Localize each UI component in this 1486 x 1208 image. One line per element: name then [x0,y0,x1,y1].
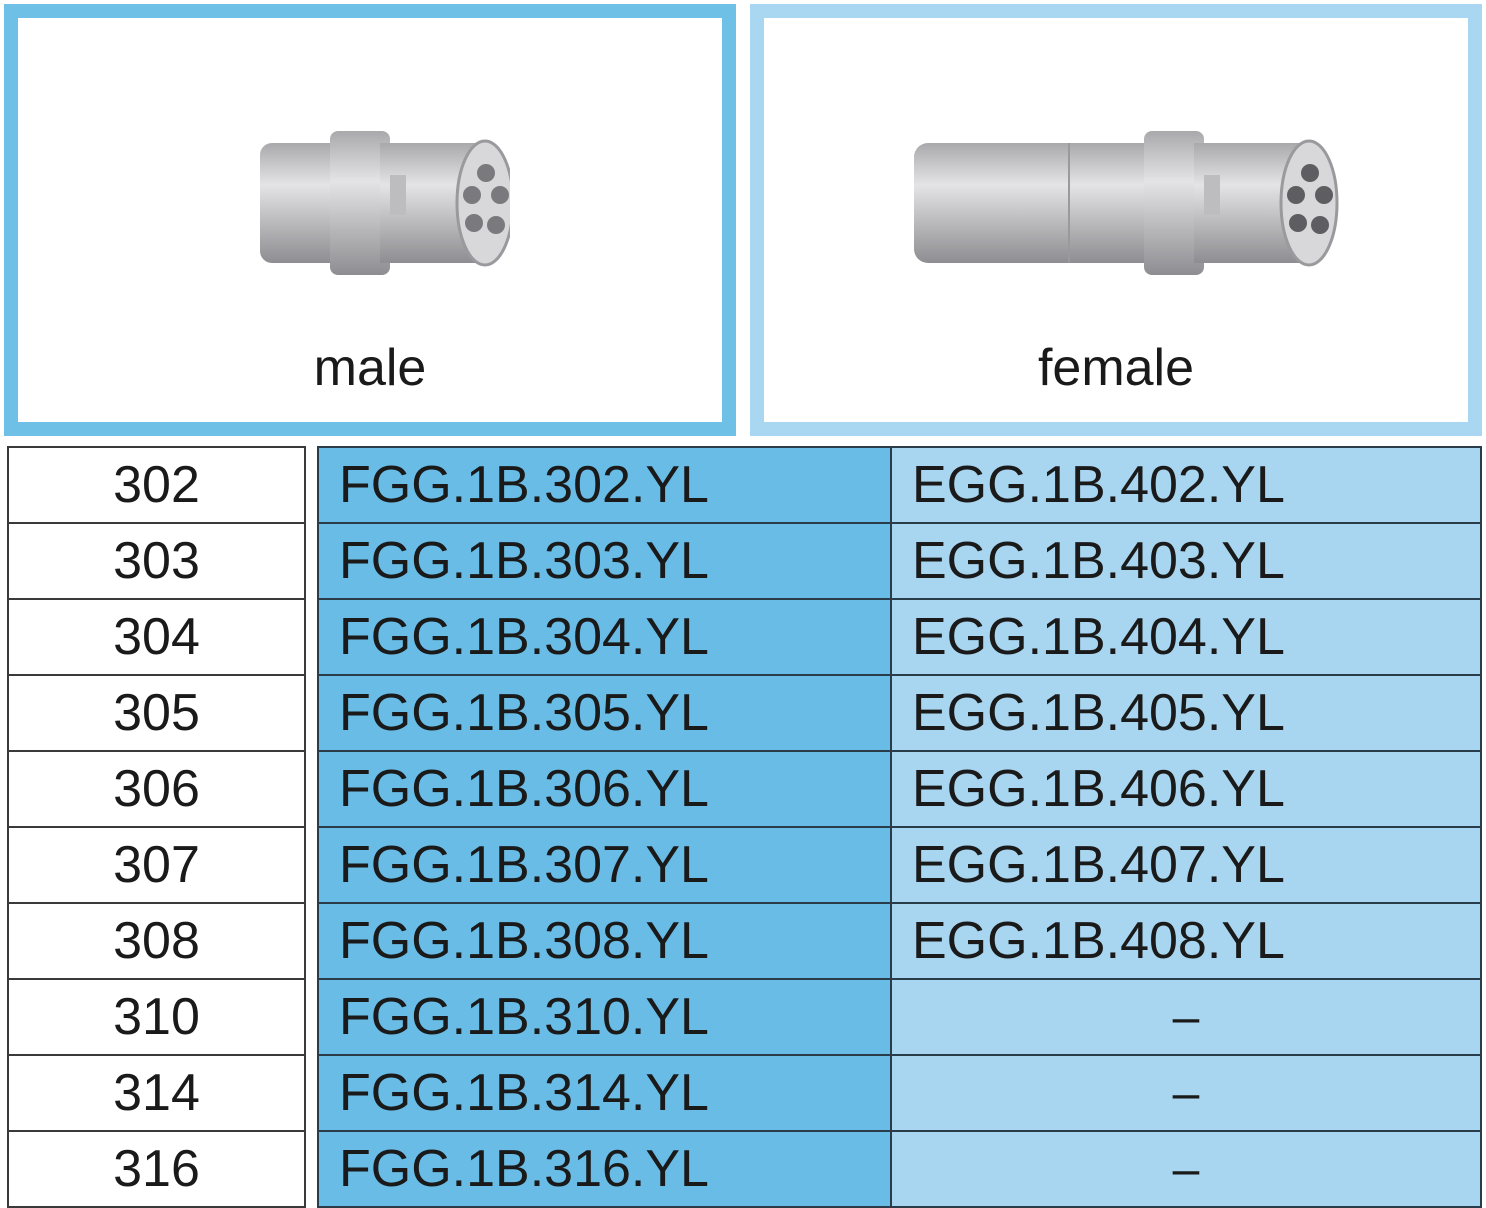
male-part-number-cell: FGG.1B.302.YL [317,446,892,524]
male-panel: male [4,4,736,436]
female-part-number-cell: EGG.1B.403.YL [890,522,1482,600]
contact-code-cell: 310 [7,978,306,1056]
female-part-number-cell: EGG.1B.406.YL [890,750,1482,828]
contact-code-cell: 308 [7,902,306,980]
female-part-number-cell: – [890,1130,1482,1208]
table-row: FGG.1B.316.YL– [317,1130,1482,1208]
male-part-number-cell: FGG.1B.316.YL [317,1130,892,1208]
contact-code-cell: 303 [7,522,306,600]
male-label: male [313,339,427,397]
male-part-number-cell: FGG.1B.306.YL [317,750,892,828]
female-label: female [1037,339,1195,397]
contact-code-cell: 314 [7,1054,306,1132]
male-part-number-cell: FGG.1B.310.YL [317,978,892,1056]
table-row: 310 [7,978,306,1056]
female-connector-icon [914,131,1339,275]
contact-code-cell: 316 [7,1130,306,1208]
contact-code-cell: 304 [7,598,306,676]
table-row: FGG.1B.314.YL– [317,1054,1482,1132]
table-row: 316 [7,1130,306,1208]
female-part-number-cell: – [890,1054,1482,1132]
female-part-number-cell: – [890,978,1482,1056]
contact-code-cell: 307 [7,826,306,904]
male-part-number-cell: FGG.1B.308.YL [317,902,892,980]
contact-code-cell: 306 [7,750,306,828]
table-row: FGG.1B.310.YL– [317,978,1482,1056]
female-part-number-cell: EGG.1B.405.YL [890,674,1482,752]
female-part-number-cell: EGG.1B.404.YL [890,598,1482,676]
table-row: 306 [7,750,306,828]
male-part-number-cell: FGG.1B.314.YL [317,1054,892,1132]
table-row: 307 [7,826,306,904]
male-part-number-cell: FGG.1B.307.YL [317,826,892,904]
male-connector-icon [260,131,510,275]
table-row: 302 [7,446,306,524]
table-row: 308 [7,902,306,980]
table-row: 305 [7,674,306,752]
male-part-number-cell: FGG.1B.305.YL [317,674,892,752]
female-part-number-cell: EGG.1B.407.YL [890,826,1482,904]
male-part-number-cell: FGG.1B.303.YL [317,522,892,600]
female-part-number-cell: EGG.1B.402.YL [890,446,1482,524]
table-row: 304 [7,598,306,676]
female-part-number-cell: EGG.1B.408.YL [890,902,1482,980]
contact-code-cell: 302 [7,446,306,524]
male-part-number-cell: FGG.1B.304.YL [317,598,892,676]
table-row: 314 [7,1054,306,1132]
female-panel: female [750,4,1482,436]
table-row: 303 [7,522,306,600]
contact-code-cell: 305 [7,674,306,752]
